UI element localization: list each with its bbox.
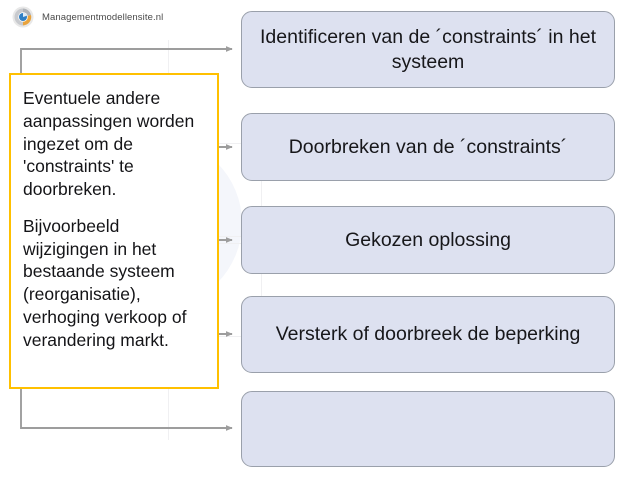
step-box-label: Gekozen oplossing	[345, 228, 511, 251]
brand-header: Managementmodellensite.nl	[12, 4, 163, 30]
circular-logo-icon	[12, 6, 34, 28]
step-box-gekozen-oplossing[interactable]: Gekozen oplossing	[241, 206, 615, 274]
step-box-versterk-of-doorbreek[interactable]: Versterk of doorbreek de beperking	[241, 296, 615, 373]
brand-name-label: Managementmodellensite.nl	[42, 11, 164, 23]
note-paragraph-1: Eventuele andere aanpassingen worden ing…	[23, 88, 195, 199]
note-paragraph-2: Bijvoorbeeld wijzigingen in het bestaand…	[23, 215, 187, 350]
connector-note-to-step-1	[20, 46, 233, 73]
step-box-label: Doorbreken van de ´constraints´	[288, 135, 568, 158]
step-box-doorbreken[interactable]: Doorbreken van de ´constraints´	[241, 113, 615, 181]
step-box-label: Versterk of doorbreek de beperking	[275, 323, 581, 346]
step-box-empty[interactable]	[241, 391, 615, 467]
step-box-identificeren[interactable]: Identificeren van de ´constraints´ in he…	[241, 11, 615, 88]
connector-note-to-step-5	[20, 389, 233, 431]
step-box-label: Identificeren van de ´constraints´ in he…	[260, 25, 597, 73]
note-box: Eventuele andere aanpassingen worden ing…	[9, 73, 219, 389]
